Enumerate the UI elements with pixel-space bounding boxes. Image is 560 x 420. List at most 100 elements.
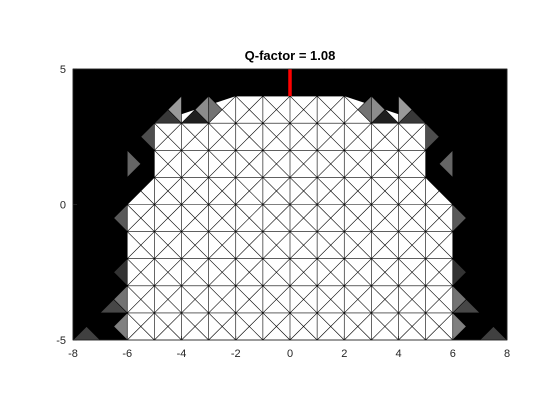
mesh-diagonal-line (452, 312, 481, 341)
mesh-diagonal-line (181, 285, 209, 314)
y-tick-label: -5 (56, 335, 66, 347)
mesh-diagonal-line (479, 68, 508, 97)
gray-triangles (73, 96, 507, 340)
mesh-diagonal-line (398, 95, 426, 124)
axes (72, 68, 508, 341)
mesh-diagonal-line (154, 312, 182, 341)
x-tick-label: -2 (231, 348, 241, 360)
mesh-diagonal-line (344, 177, 372, 205)
mesh-diagonal-line (262, 231, 291, 259)
chart-title: Q-factor = 1.08 (245, 48, 336, 63)
mesh-diagonal-line (262, 68, 291, 97)
gray-triangle (357, 96, 372, 124)
mesh-diagonal-line (452, 68, 481, 97)
mesh-diagonal-line (371, 231, 399, 259)
mesh-diagonal-line (398, 204, 426, 232)
mesh-diagonal-line (127, 95, 155, 124)
mesh-diagonal-line (425, 231, 453, 259)
mesh-diagonal-line (316, 95, 345, 124)
mesh-diagonal-line (479, 122, 508, 151)
mesh-diagonal-line (208, 258, 236, 287)
mesh-diagonal-line (425, 285, 453, 314)
mesh-diagonal-line (398, 177, 426, 205)
mesh-diagonal-line (289, 258, 318, 287)
mesh-diagonal-line (72, 122, 101, 151)
mesh-diagonal-line (181, 258, 209, 287)
mesh-diagonal-line (154, 122, 182, 151)
mesh-diagonal-line (316, 150, 345, 178)
x-tick-label: 6 (450, 348, 456, 360)
mesh-diagonal-line (72, 68, 101, 97)
gray-triangle (439, 150, 453, 178)
mesh-diagonal-line (344, 68, 372, 97)
mesh-diagonal-line (371, 68, 399, 97)
mesh-diagonal-line (316, 204, 345, 232)
gray-triangle (452, 204, 467, 232)
mesh-diagonal-line (398, 122, 426, 151)
mesh-diagonal-line (425, 150, 453, 178)
mesh-diagonal-line (371, 258, 399, 287)
mesh-diagonal-line (72, 204, 101, 232)
gray-triangle (195, 96, 209, 124)
mesh-diagonal-line (208, 285, 236, 314)
mesh-diagonal-line (452, 95, 481, 124)
mesh-diagonal-line (72, 285, 101, 314)
gray-triangle (140, 123, 155, 151)
gray-triangle (425, 123, 440, 151)
mesh-diagonal-line (398, 258, 426, 287)
mesh-diagonal-line (452, 177, 481, 205)
mesh-diagonal-line (479, 231, 508, 259)
mesh-diagonal-line (235, 204, 264, 232)
mesh-diagonal-line (208, 150, 236, 178)
mesh-diagonal-line (316, 177, 345, 205)
y-tick-label: 0 (60, 200, 66, 212)
mesh-diagonal-line (425, 68, 453, 97)
mesh-diagonal-line (452, 150, 481, 178)
mesh-diagonal-line (262, 258, 291, 287)
mesh-diagonal-line (208, 122, 236, 151)
mesh-diagonal-line (398, 231, 426, 259)
mesh-diagonal-line (181, 312, 209, 341)
x-tick-label: -6 (122, 348, 132, 360)
mesh-diagonal-line (154, 150, 182, 178)
mesh-diagonal-line (127, 150, 155, 178)
mesh-diagonal-line (181, 68, 209, 97)
mesh-diagonal-line (208, 177, 236, 205)
gray-triangle (154, 109, 182, 124)
gray-triangle (208, 96, 223, 124)
mesh-diagonal-line (72, 231, 101, 259)
y-tick-label: 5 (60, 64, 66, 76)
mesh-diagonal-line (452, 204, 481, 232)
mesh-diagonal-line (452, 285, 481, 314)
mesh-diagonal-line (316, 258, 345, 287)
mesh-diagonal-line (289, 312, 318, 341)
mesh-diagonal-line (127, 122, 155, 151)
mesh-diagonal-line (99, 68, 128, 97)
mesh-diagonal-line (398, 285, 426, 314)
mesh-diagonal-line (208, 204, 236, 232)
mesh-diagonal-line (316, 231, 345, 259)
mesh-diagonal-line (181, 231, 209, 259)
mesh-diagonal-line (72, 177, 101, 205)
mesh-diagonal-line (479, 258, 508, 287)
mesh-diagonal-line (371, 204, 399, 232)
mesh-diagonal-line (262, 150, 291, 178)
mesh-diagonal-line (127, 68, 155, 97)
mesh-diagonal-line (398, 312, 426, 341)
mesh-diagonal-line (99, 258, 128, 287)
y-tick-labels: -5 0 5 (56, 64, 66, 347)
mesh-diagonal-line (289, 122, 318, 151)
mesh-diagonal-line (316, 285, 345, 314)
gray-triangle (113, 312, 128, 340)
mesh-diagonal-line (127, 285, 155, 314)
gray-triangle (452, 312, 467, 340)
mesh-diagonal-line (289, 95, 318, 124)
mesh-diagonal-line (262, 177, 291, 205)
mesh-diagonal-line (344, 150, 372, 178)
mesh-diagonal-line (479, 150, 508, 178)
mesh-diagonal-line (452, 258, 481, 287)
mesh-diagonal-line (154, 177, 182, 205)
gray-triangle (73, 326, 101, 340)
x-tick-label: -8 (68, 348, 78, 360)
